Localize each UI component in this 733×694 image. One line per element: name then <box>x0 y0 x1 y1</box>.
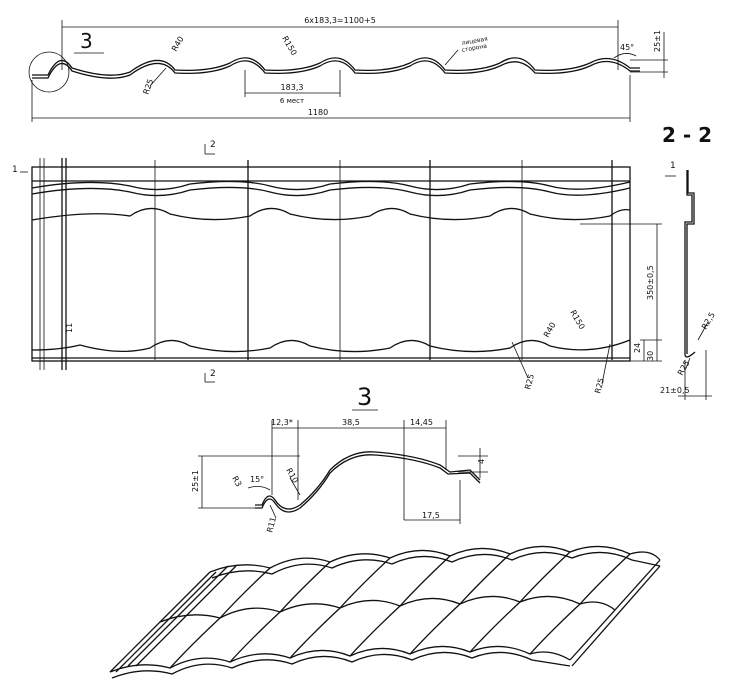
detail-angle-15: 15° <box>250 475 264 484</box>
plan-radius-r25-b: R25 <box>593 377 606 395</box>
surface-note-line1: лицевая <box>461 35 489 47</box>
radius-r150-label: R150 <box>280 35 298 58</box>
plan-radius-r40: R40 <box>542 321 558 339</box>
width-dimension: 1180 <box>308 108 328 117</box>
detail-3-view: 3 12,3* 38,5 14,45 4 17,5 25±1 15° R3 R1… <box>191 383 488 534</box>
top-profile-view: 6x183,3=1100+5 3 R40 R150 R25 лицевая ст… <box>28 16 668 122</box>
plan-dim-24: 24 <box>633 343 642 353</box>
section-marker-1: 1 <box>670 161 676 171</box>
angle-label: 45° <box>620 43 634 52</box>
detail-3-title: 3 <box>357 383 372 411</box>
section-marker-3: 3 <box>80 29 93 53</box>
overall-dimension: 6x183,3=1100+5 <box>304 16 376 25</box>
plan-height-dimension: 350±0,5 <box>646 265 655 300</box>
section-radius-r25: R25 <box>676 359 692 377</box>
isometric-sheet-view <box>109 545 661 679</box>
height-dimension: 25±1 <box>653 30 662 52</box>
pitch-count: 6 мест <box>280 97 304 105</box>
detail-dim-14-45: 14,45 <box>410 418 433 427</box>
section-width-dimension: 21±0,5 <box>660 386 690 395</box>
detail-radius-r3: R3 <box>230 475 243 489</box>
surface-note-line2: сторона <box>461 43 488 54</box>
section-label-top: 2 <box>210 140 216 150</box>
detail-dim-38-5: 38,5 <box>342 418 360 427</box>
section-label-bottom: 2 <box>210 369 216 379</box>
radius-r40-label: R40 <box>170 35 186 53</box>
detail-dim-4: 4 <box>477 459 486 464</box>
section-radius-r2-5: R2,5 <box>700 311 717 331</box>
detail-dim-17-5: 17,5 <box>422 511 440 520</box>
detail-dim-12-3: 12,3* <box>271 418 293 427</box>
section-2-2-title: 2 - 2 <box>662 123 712 147</box>
detail-radius-r11: R11 <box>265 516 278 534</box>
plan-dim-11: 11 <box>65 323 74 333</box>
plan-dim-30: 30 <box>646 351 655 361</box>
section-2-2-view: 2 - 2 1 R2,5 R25 21±0,5 <box>660 123 717 400</box>
radius-r25-label: R25 <box>141 78 155 96</box>
marker-1-plan: 1 <box>12 165 18 175</box>
pitch-dimension: 183,3 <box>281 83 304 92</box>
plan-view: 2 1 350±0,5 30 24 <box>12 140 662 395</box>
plan-radius-r25-a: R25 <box>523 373 536 391</box>
detail-height-dimension: 25±1 <box>191 470 200 492</box>
plan-radius-r150: R150 <box>568 309 586 332</box>
